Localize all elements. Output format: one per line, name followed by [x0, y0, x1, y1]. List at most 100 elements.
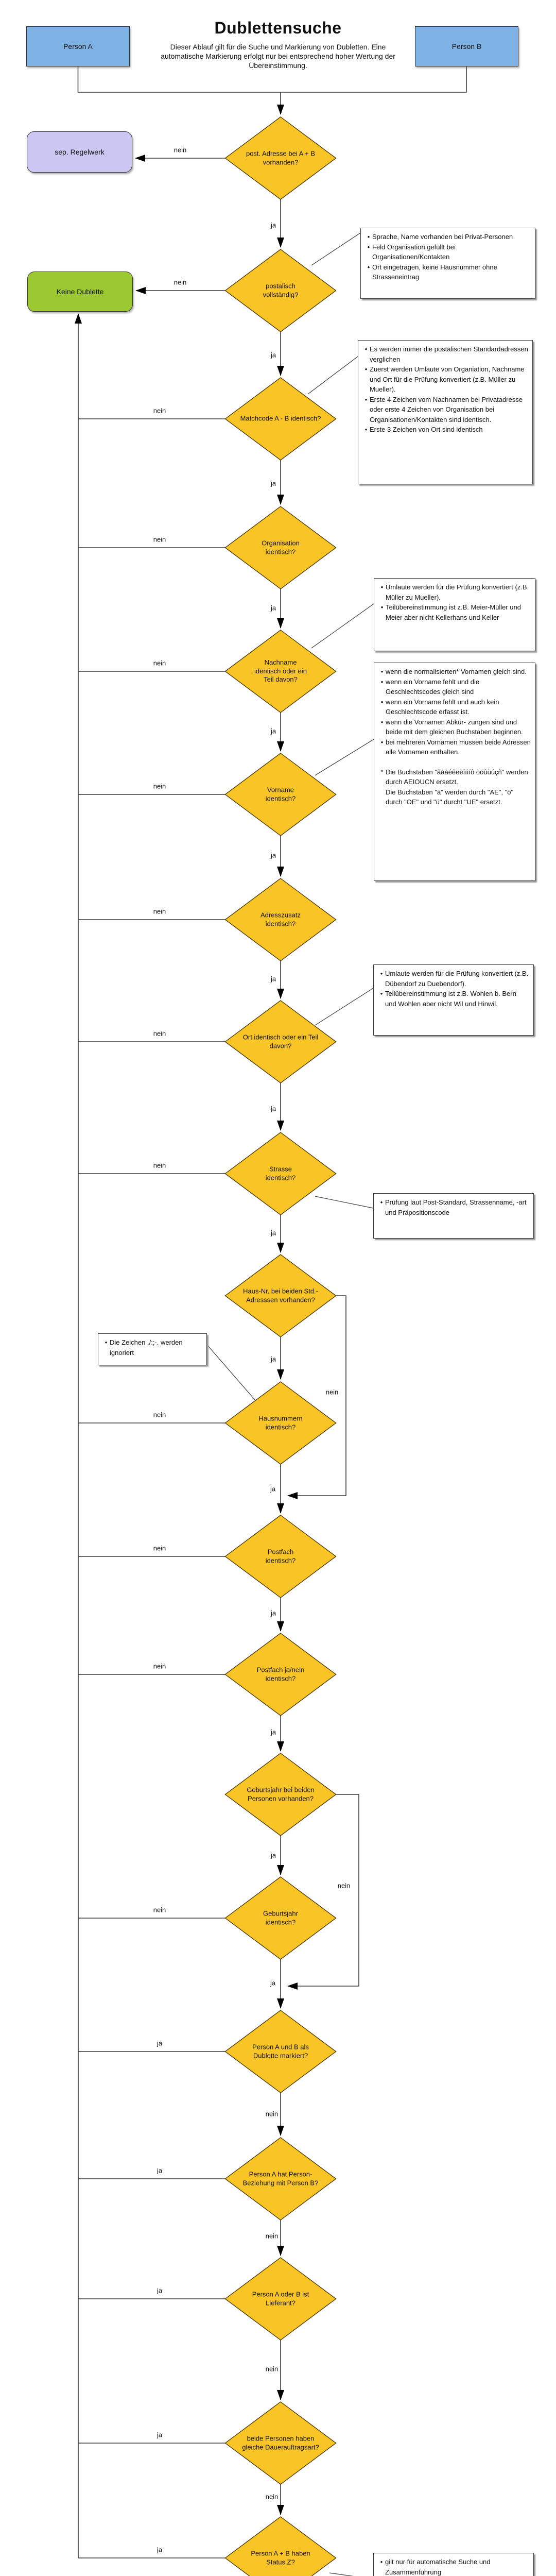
- note-nachname-bullet-text: Umlaute werden für die Prüfung konvertie…: [386, 583, 529, 601]
- terminal-person-b: Person B: [415, 26, 518, 66]
- branch-label-ort-ja: ja: [270, 1105, 276, 1113]
- decision-label-organisation: Organisation identisch?: [262, 539, 300, 555]
- bullet-dot-icon: •: [380, 718, 384, 726]
- leader-note-postalisch: [311, 232, 361, 266]
- branch-label-postfach-nein: nein: [153, 1544, 166, 1552]
- decision-shape-ort: [224, 1000, 337, 1083]
- branch-label-person-beziehung-ja: ja: [157, 2166, 163, 2175]
- note-vorname-footnote: *Die Buchstaben "âáàéêëèîïìíô òóûùúçñ" w…: [378, 767, 532, 787]
- note-matchcode-bullet-text: Erste 3 Zeichen von Ort sind identisch: [370, 426, 483, 433]
- bullet-dot-icon: •: [380, 668, 384, 675]
- note-status-z-bullet: •gilt nur für automatische Suche und Zus…: [378, 2557, 530, 2576]
- flow-line-hausnr-vorhanden-nein: [287, 1295, 346, 1499]
- flow-line-geburtsjahr-vorh-nein: [287, 1794, 359, 1990]
- bullet-dot-icon: •: [380, 603, 384, 611]
- note-nachname-bullet: •Teilübereinstimmung ist z.B. Meier-Müll…: [378, 602, 532, 622]
- bullet-dot-icon: •: [380, 2558, 383, 2566]
- bullet-dot-icon: •: [367, 243, 370, 251]
- decision-shape-hausnr-vorhanden: [224, 1254, 337, 1337]
- branch-label-geburtsjahr-ja: ja: [270, 1979, 276, 1987]
- branch-label-adresszusatz-ja: ja: [270, 975, 276, 983]
- terminal-person-a: Person A: [26, 26, 130, 66]
- note-vorname-bullet-text: bei mehreren Vornamen mussen beide Adres…: [386, 738, 531, 756]
- branch-label-hausnummern-nein: nein: [153, 1411, 166, 1419]
- branch-label-lieferant-nein: nein: [265, 2365, 279, 2373]
- decision-label-person-beziehung: Person A hat Person-Beziehung mit Person…: [242, 2170, 319, 2187]
- note-nachname-bullet-text: Teilübereinstimmung ist z.B. Meier-Mülle…: [386, 603, 521, 621]
- branch-label-post-adresse-ja: ja: [270, 221, 276, 229]
- note-vorname-bullet: •wenn die normalisierten* Vornamen gleic…: [378, 667, 532, 677]
- branch-label-status-z-ja: ja: [157, 2546, 163, 2554]
- decision-label-postfach: Postfach identisch?: [265, 1548, 296, 1564]
- branch-label-postfach-janein-ja: ja: [270, 1728, 276, 1736]
- decision-label-dauerauftragsart: beide Personen haben gleiche Dauerauftra…: [242, 2434, 319, 2451]
- leader-note-vorname: [315, 739, 374, 776]
- decision-shape-postalisch: [224, 249, 337, 332]
- bullet-dot-icon: •: [105, 1338, 108, 1346]
- footnote-star-icon: [378, 787, 386, 807]
- bullet-dot-icon: •: [364, 365, 368, 373]
- note-matchcode-bullet: •Erste 4 Zeichen vom Nachnamen bei Priva…: [362, 395, 529, 425]
- decision-label-matchcode: Matchcode A - B identisch?: [240, 414, 321, 422]
- note-matchcode-bullet: •Es werden immer die postalischen Standa…: [362, 344, 529, 364]
- decision-label-lieferant: Person A oder B ist Lieferant?: [252, 2290, 309, 2307]
- branch-label-postfach-janein-nein: nein: [153, 1662, 166, 1670]
- branch-label-adresszusatz-nein: nein: [153, 907, 166, 916]
- bullet-dot-icon: •: [364, 345, 368, 353]
- decision-shape-postfach-janein: [224, 1633, 337, 1716]
- decision-shape-dauerauftragsart: [224, 2401, 337, 2485]
- branch-label-postfach-ja: ja: [270, 1609, 276, 1617]
- note-vorname: •wenn die normalisierten* Vornamen gleic…: [374, 663, 535, 881]
- leader-note-nachname: [311, 603, 374, 649]
- branch-label-organisation-ja: ja: [270, 604, 276, 612]
- note-vorname-bullet: •bei mehreren Vornamen mussen beide Adre…: [378, 737, 532, 757]
- decision-shape-person-beziehung: [224, 2137, 337, 2221]
- decision-label-postfach-janein: Postfach ja/nein identisch?: [256, 1666, 305, 1682]
- branch-label-hausnr-vorhanden-ja: ja: [270, 1355, 276, 1363]
- footnote-star-icon: *: [380, 768, 384, 776]
- note-status-z: •gilt nur für automatische Suche und Zus…: [373, 2553, 534, 2576]
- branch-label-hausnr-vorhanden-nein: nein: [325, 1388, 339, 1396]
- leader-note-matchcode: [307, 356, 358, 395]
- branch-label-vorname-ja: ja: [270, 851, 276, 859]
- page-description: Dieser Ablauf gilt für die Suche und Mar…: [161, 43, 395, 70]
- decision-label-postalisch: postalisch vollständig?: [263, 282, 299, 298]
- note-strasse-bullet-text: Prüfung laut Post-Standard, Strassenname…: [385, 1198, 527, 1216]
- leader-note-ort: [315, 988, 374, 1026]
- note-postalisch: •Sprache, Name vorhanden bei Privat-Pers…: [360, 228, 535, 299]
- decision-shape-status-z: [224, 2516, 337, 2576]
- decision-label-dublette-markiert: Person A und B als Dublette markiert?: [252, 2043, 309, 2059]
- note-zeichen-bullet-text: Die Zeichen ,/:;-. werden ignoriert: [110, 1338, 183, 1357]
- note-matchcode-bullet-text: Erste 4 Zeichen vom Nachnamen bei Privat…: [370, 395, 523, 423]
- flow-line-persons-join: [77, 66, 467, 93]
- leader-note-status-z: [329, 2572, 354, 2576]
- page-title: Dublettensuche: [214, 19, 342, 37]
- decision-shape-organisation: [224, 506, 337, 589]
- branch-label-dublette-markiert-ja: ja: [157, 2039, 163, 2047]
- branch-label-postalisch-nein: nein: [173, 278, 187, 286]
- bullet-dot-icon: •: [380, 990, 383, 997]
- note-nachname: •Umlaute werden für die Prüfung konverti…: [374, 578, 535, 651]
- decision-shape-geburtsjahr-vorhanden: [224, 1753, 337, 1836]
- bullet-dot-icon: •: [380, 677, 384, 686]
- decision-label-post-adresse: post. Adresse bei A + B vorhanden?: [246, 149, 316, 166]
- branch-label-strasse-ja: ja: [270, 1229, 276, 1237]
- branch-label-postalisch-ja: ja: [270, 351, 276, 359]
- note-vorname-bullet: •wenn ein Vorname fehlt und die Geschlec…: [378, 677, 532, 697]
- note-matchcode-bullet: •Zuerst werden Umlaute von Organiation, …: [362, 364, 529, 395]
- decision-label-strasse: Strasse identisch?: [265, 1165, 296, 1181]
- note-vorname-bullet: •wenn ein Vorname fehlt und auch kein Ge…: [378, 697, 532, 717]
- note-ort-bullet-text: Umlaute werden für die Prüfung konvertie…: [385, 970, 529, 988]
- decision-shape-hausnummern: [224, 1381, 337, 1465]
- note-status-z-bullet-text: gilt nur für automatische Suche und Zusa…: [385, 2558, 491, 2576]
- decision-label-nachname: Nachname identisch oder ein Teil davon?: [254, 658, 307, 684]
- decision-shape-strasse: [224, 1132, 337, 1215]
- branch-label-dauerauftragsart-ja: ja: [157, 2431, 163, 2439]
- note-vorname-gap: [378, 757, 532, 767]
- bullet-dot-icon: •: [380, 1198, 383, 1206]
- branch-label-lieferant-ja: ja: [157, 2286, 163, 2295]
- branch-label-dauerauftragsart-nein: nein: [265, 2493, 279, 2501]
- decision-shape-lieferant: [224, 2257, 337, 2341]
- note-ort-bullet: •Umlaute werden für die Prüfung konverti…: [378, 969, 530, 989]
